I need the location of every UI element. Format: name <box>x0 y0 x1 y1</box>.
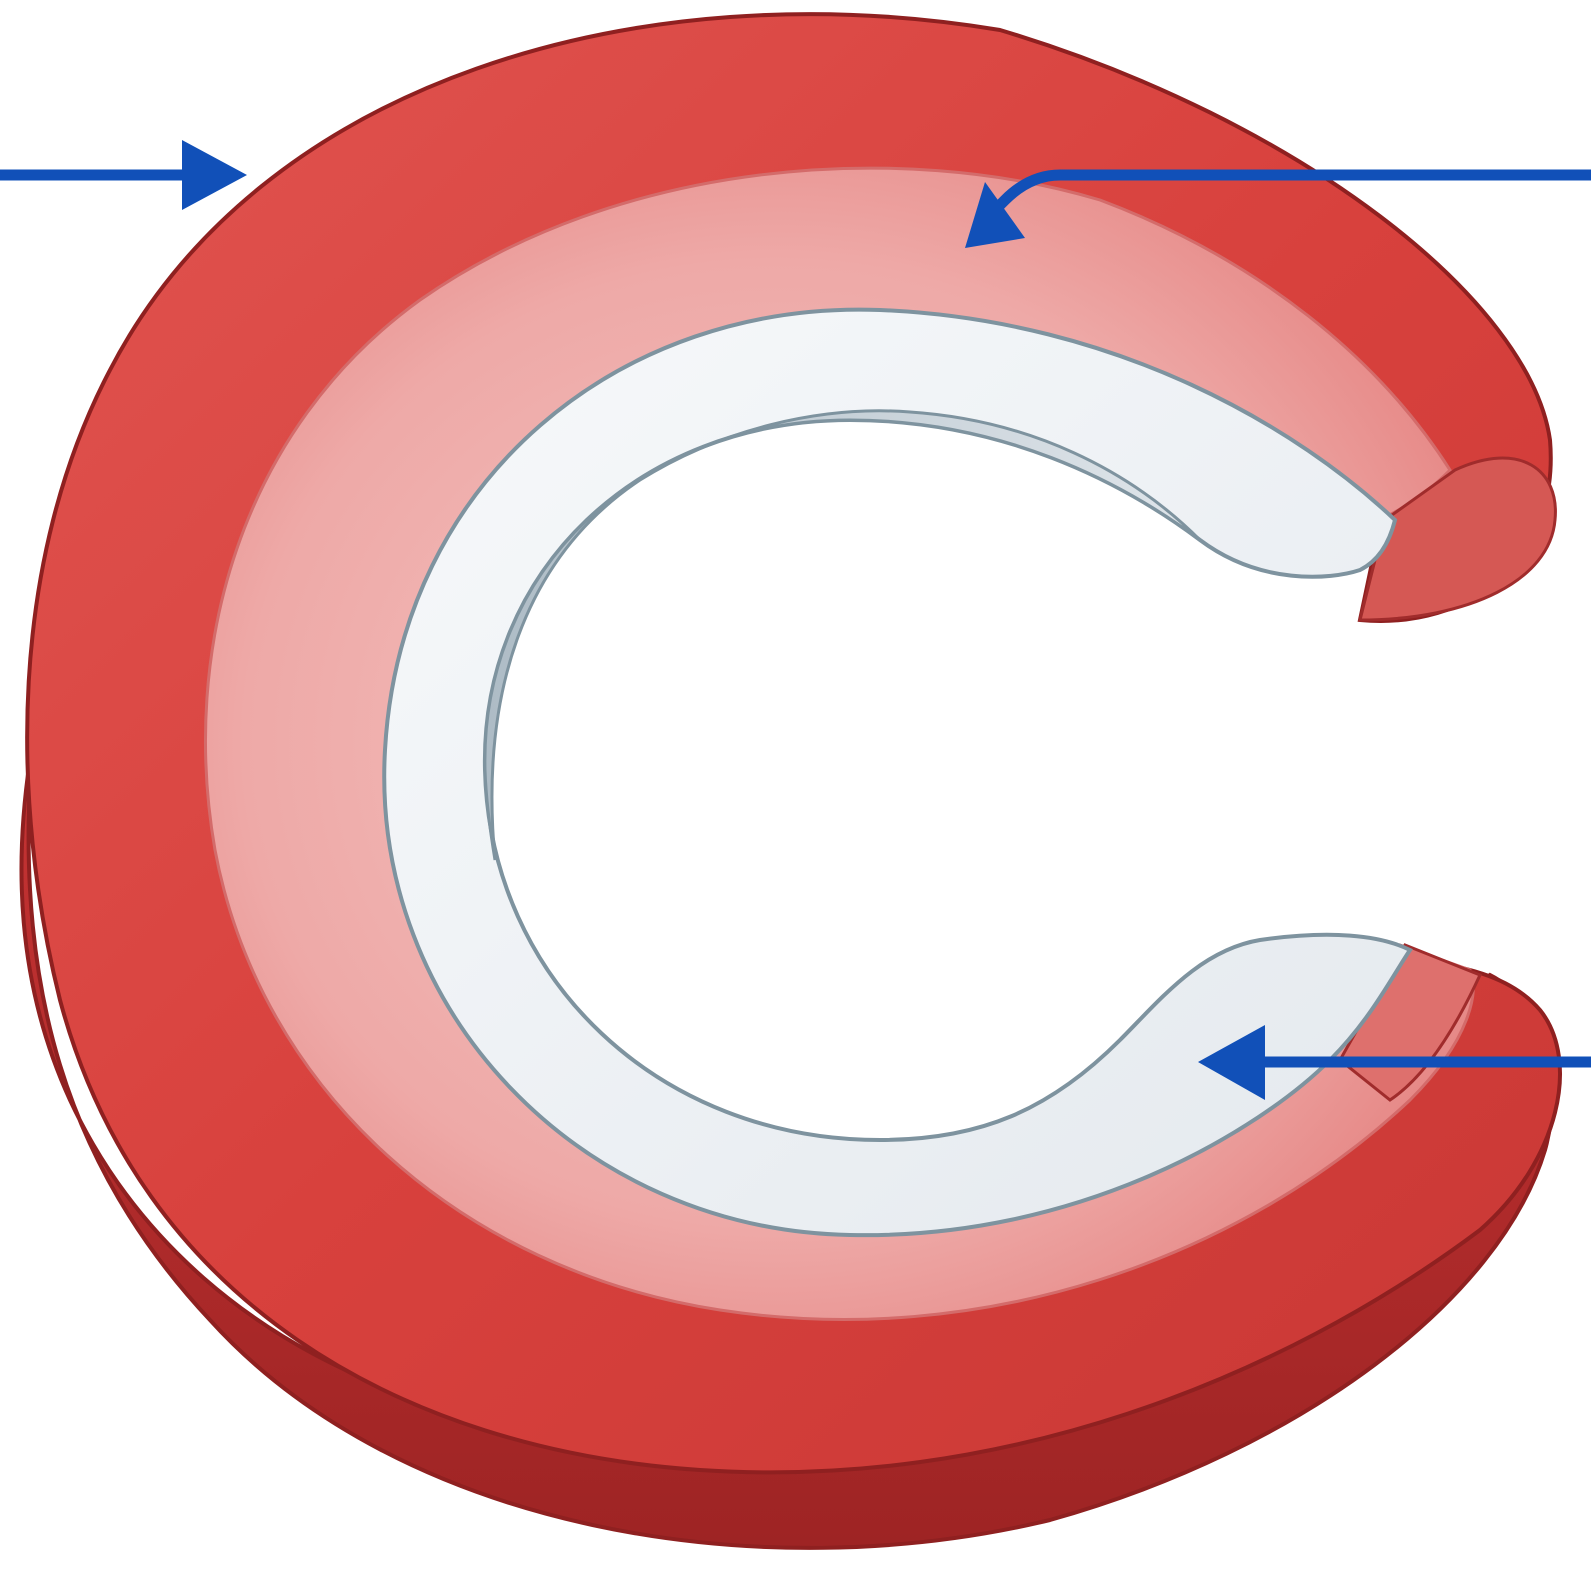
ring-inner-lining <box>384 310 1410 1236</box>
arrow-right-head <box>182 140 247 210</box>
outer-surface-pointer <box>0 140 247 210</box>
